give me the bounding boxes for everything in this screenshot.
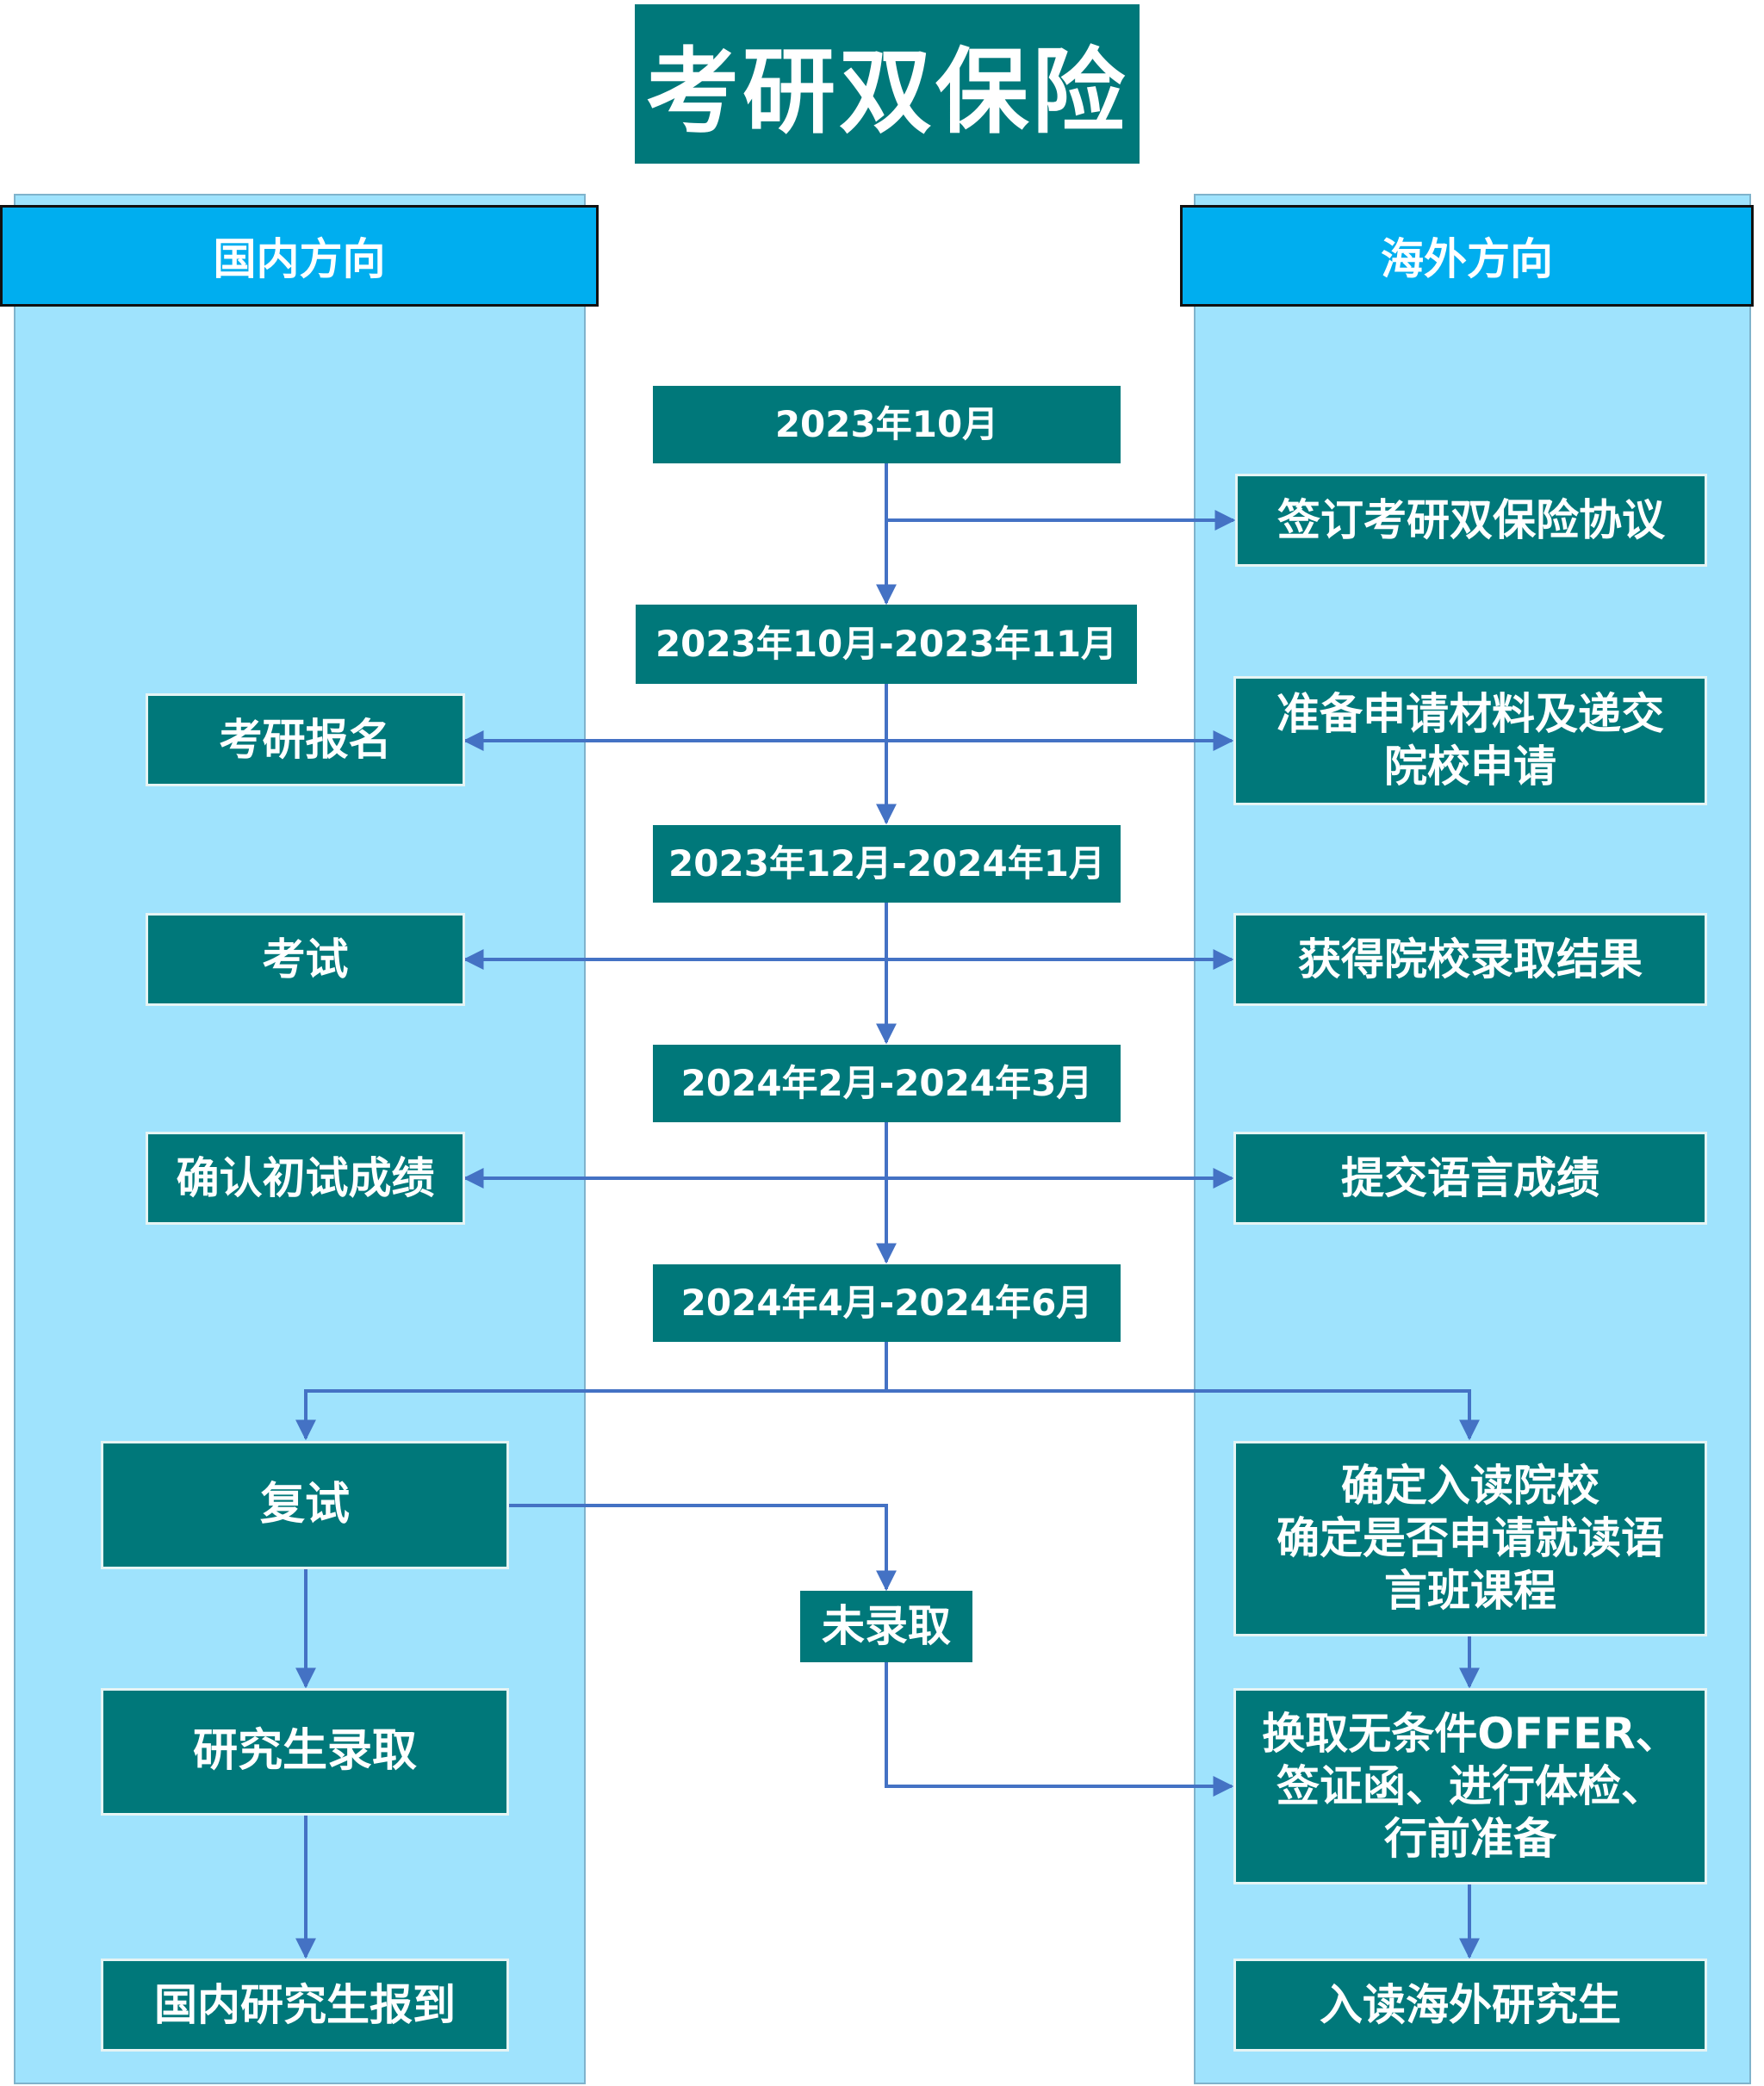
not-admitted-to-offer-arrow (885, 1662, 1234, 1797)
domestic-step-enroll: 国内研究生报到 (101, 1959, 509, 2052)
domestic-step-register: 考研报名 (146, 693, 465, 786)
overseas-step-offer-result: 获得院校录取结果 (1233, 913, 1707, 1006)
domestic-step-admitted: 研究生录取 (101, 1688, 509, 1816)
domestic-lane-header: 国内方向 (0, 205, 599, 307)
overseas-step-apply: 准备申请材料及递交 院校申请 (1233, 676, 1707, 805)
domestic-step-retest: 复试 (101, 1441, 509, 1569)
timeline-date-2: 2023年10月-2023年11月 (636, 605, 1137, 684)
domestic-step-exam: 考试 (146, 913, 465, 1006)
overseas-step-confirm-school: 确定入读院校 确定是否申请就读语 言班课程 (1233, 1441, 1707, 1636)
timeline-date-3: 2023年12月-2024年1月 (653, 825, 1121, 903)
timeline-date-1: 2023年10月 (653, 386, 1121, 463)
overseas-step-unconditional-offer: 换取无条件OFFER、 签证函、进行体检、 行前准备 (1233, 1688, 1707, 1884)
overseas-step-sign-agreement: 签订考研双保险协议 (1235, 474, 1707, 567)
overseas-lane-header: 海外方向 (1180, 205, 1754, 307)
page-title: 考研双保险 (635, 4, 1140, 164)
overseas-step-language-score: 提交语言成绩 (1233, 1132, 1707, 1225)
domestic-step-confirm-score: 确认初试成绩 (146, 1132, 465, 1225)
timeline-date-4: 2024年2月-2024年3月 (653, 1045, 1121, 1122)
not-admitted-node: 未录取 (800, 1591, 972, 1662)
overseas-step-enroll: 入读海外研究生 (1233, 1959, 1707, 2052)
timeline-date-5: 2024年4月-2024年6月 (653, 1264, 1121, 1342)
